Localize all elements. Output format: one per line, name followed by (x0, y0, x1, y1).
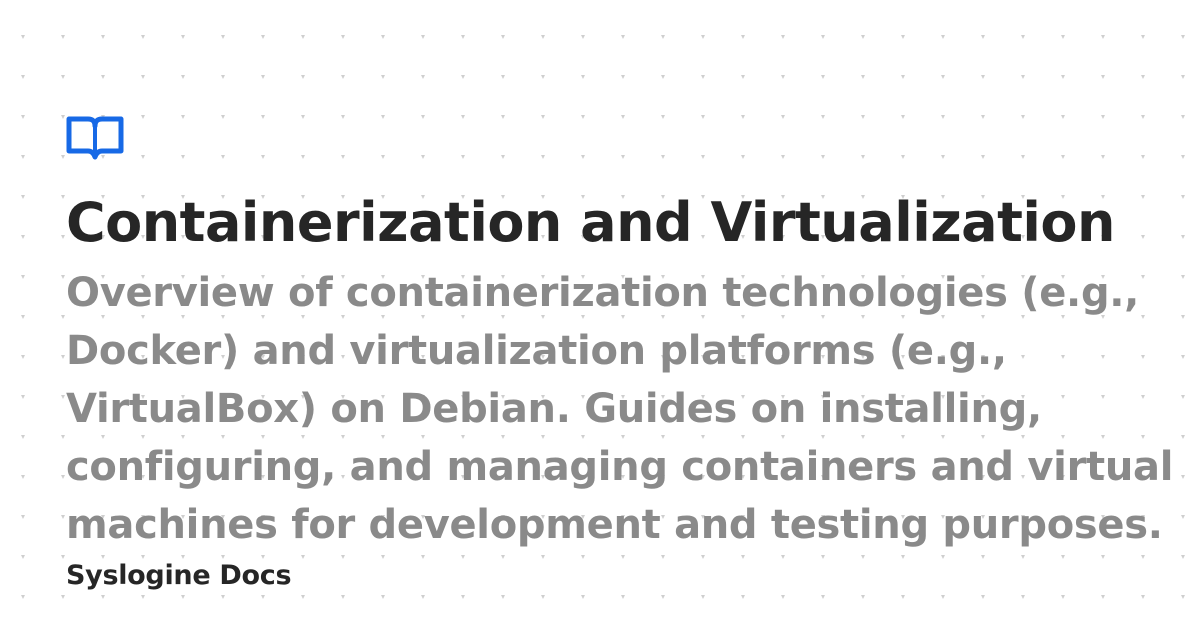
page-title: Containerization and Virtualization (66, 191, 1115, 254)
site-name: Syslogine Docs (66, 560, 292, 591)
page-description: Overview of containerization technologie… (66, 270, 1174, 548)
book-open-icon (66, 116, 124, 164)
